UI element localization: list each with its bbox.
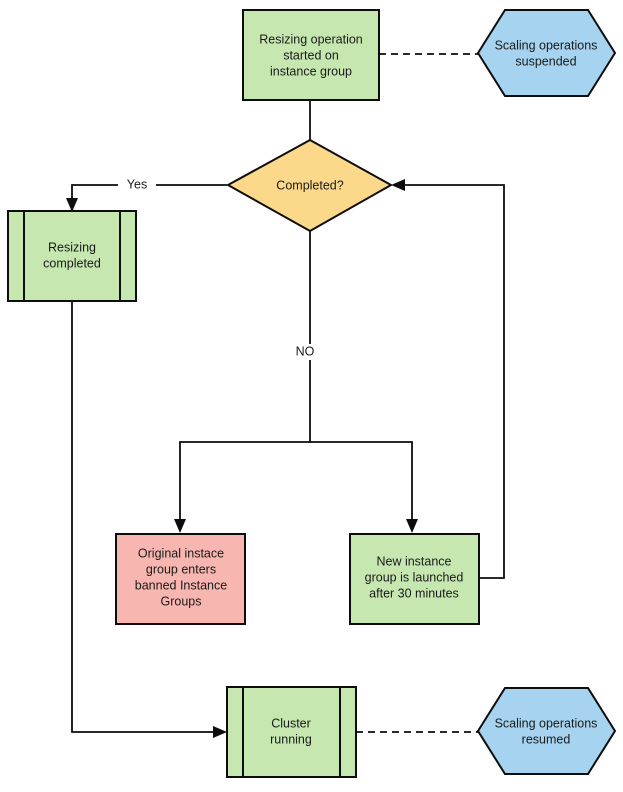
edge-label-yes-group: Yes [118, 177, 156, 193]
node-resizing-started-line-2: started on [283, 48, 339, 62]
edge-decision-yes-to-resizing-completed [71, 184, 227, 202]
arrowhead-loop-to-decision [391, 179, 405, 191]
node-scaling-suspended[interactable]: Scaling operations suspended [476, 9, 617, 97]
node-scaling-resumed[interactable]: Scaling operations resumed [476, 687, 617, 775]
node-scaling-suspended-line-2: suspended [515, 54, 576, 68]
node-resizing-completed-line-1: Resizing [48, 240, 96, 254]
node-cluster-running-shape[interactable] [226, 686, 357, 778]
node-new-group-launched-line-3: after 30 minutes [369, 586, 459, 600]
edge-label-no-group: NO [292, 344, 318, 360]
edge-label-no-backdrop [292, 344, 318, 360]
node-cluster-running[interactable]: Cluster running [226, 686, 357, 778]
node-resizing-started-shape[interactable] [242, 9, 380, 101]
node-cluster-running-line-1: Cluster [271, 716, 311, 730]
node-completed-decision-label: Completed? [276, 178, 343, 192]
edge-label-yes: Yes [127, 177, 147, 191]
node-original-group-banned-shape[interactable] [115, 533, 246, 625]
node-original-group-banned-line-2: group enters [146, 562, 216, 576]
node-new-group-launched-line-1: New instance [376, 554, 451, 568]
arrowhead-to-cluster-running [213, 726, 227, 738]
connectors-layer [66, 53, 505, 738]
arrowhead-yes-to-resizing-completed [66, 198, 78, 212]
arrowhead-no-to-new-group [406, 519, 418, 533]
node-completed-decision-shape[interactable] [225, 138, 394, 233]
node-new-group-launched-shape[interactable] [349, 533, 480, 625]
node-resizing-started[interactable]: Resizing operation started on instance g… [242, 9, 380, 101]
node-completed-decision[interactable]: Completed? [225, 138, 394, 233]
node-scaling-suspended-line-1: Scaling operations [495, 38, 598, 52]
arrowhead-no-to-original-group [174, 519, 186, 533]
edge-label-no: NO [296, 344, 315, 358]
edge-label-yes-backdrop [118, 177, 156, 193]
node-resizing-completed-line-2: completed [43, 256, 101, 270]
node-scaling-suspended-shape[interactable] [476, 9, 617, 97]
node-original-group-banned-line-4: Groups [161, 594, 202, 608]
node-new-group-launched-line-2: group is launched [365, 570, 464, 584]
node-resizing-started-line-3: instance group [270, 64, 352, 78]
edge-decision-no-to-original-group [179, 231, 311, 522]
edge-resizing-completed-to-cluster-running [71, 301, 216, 733]
edge-decision-no-to-new-group [310, 441, 413, 522]
node-resizing-started-line-1: Resizing operation [259, 32, 363, 46]
node-cluster-running-line-2: running [270, 732, 312, 746]
node-original-group-banned-line-1: Original instace [138, 546, 224, 560]
edge-new-group-to-decision-loop [402, 184, 505, 579]
node-scaling-resumed-line-2: resumed [522, 732, 571, 746]
node-original-group-banned-line-3: banned Instance [135, 578, 227, 592]
node-original-group-banned[interactable]: Original instace group enters banned Ins… [115, 533, 246, 625]
node-scaling-resumed-line-1: Scaling operations [495, 716, 598, 730]
node-resizing-completed[interactable]: Resizing completed [7, 210, 137, 302]
node-new-group-launched[interactable]: New instance group is launched after 30 … [349, 533, 480, 625]
node-scaling-resumed-shape[interactable] [476, 687, 617, 775]
node-resizing-completed-shape[interactable] [7, 210, 137, 302]
